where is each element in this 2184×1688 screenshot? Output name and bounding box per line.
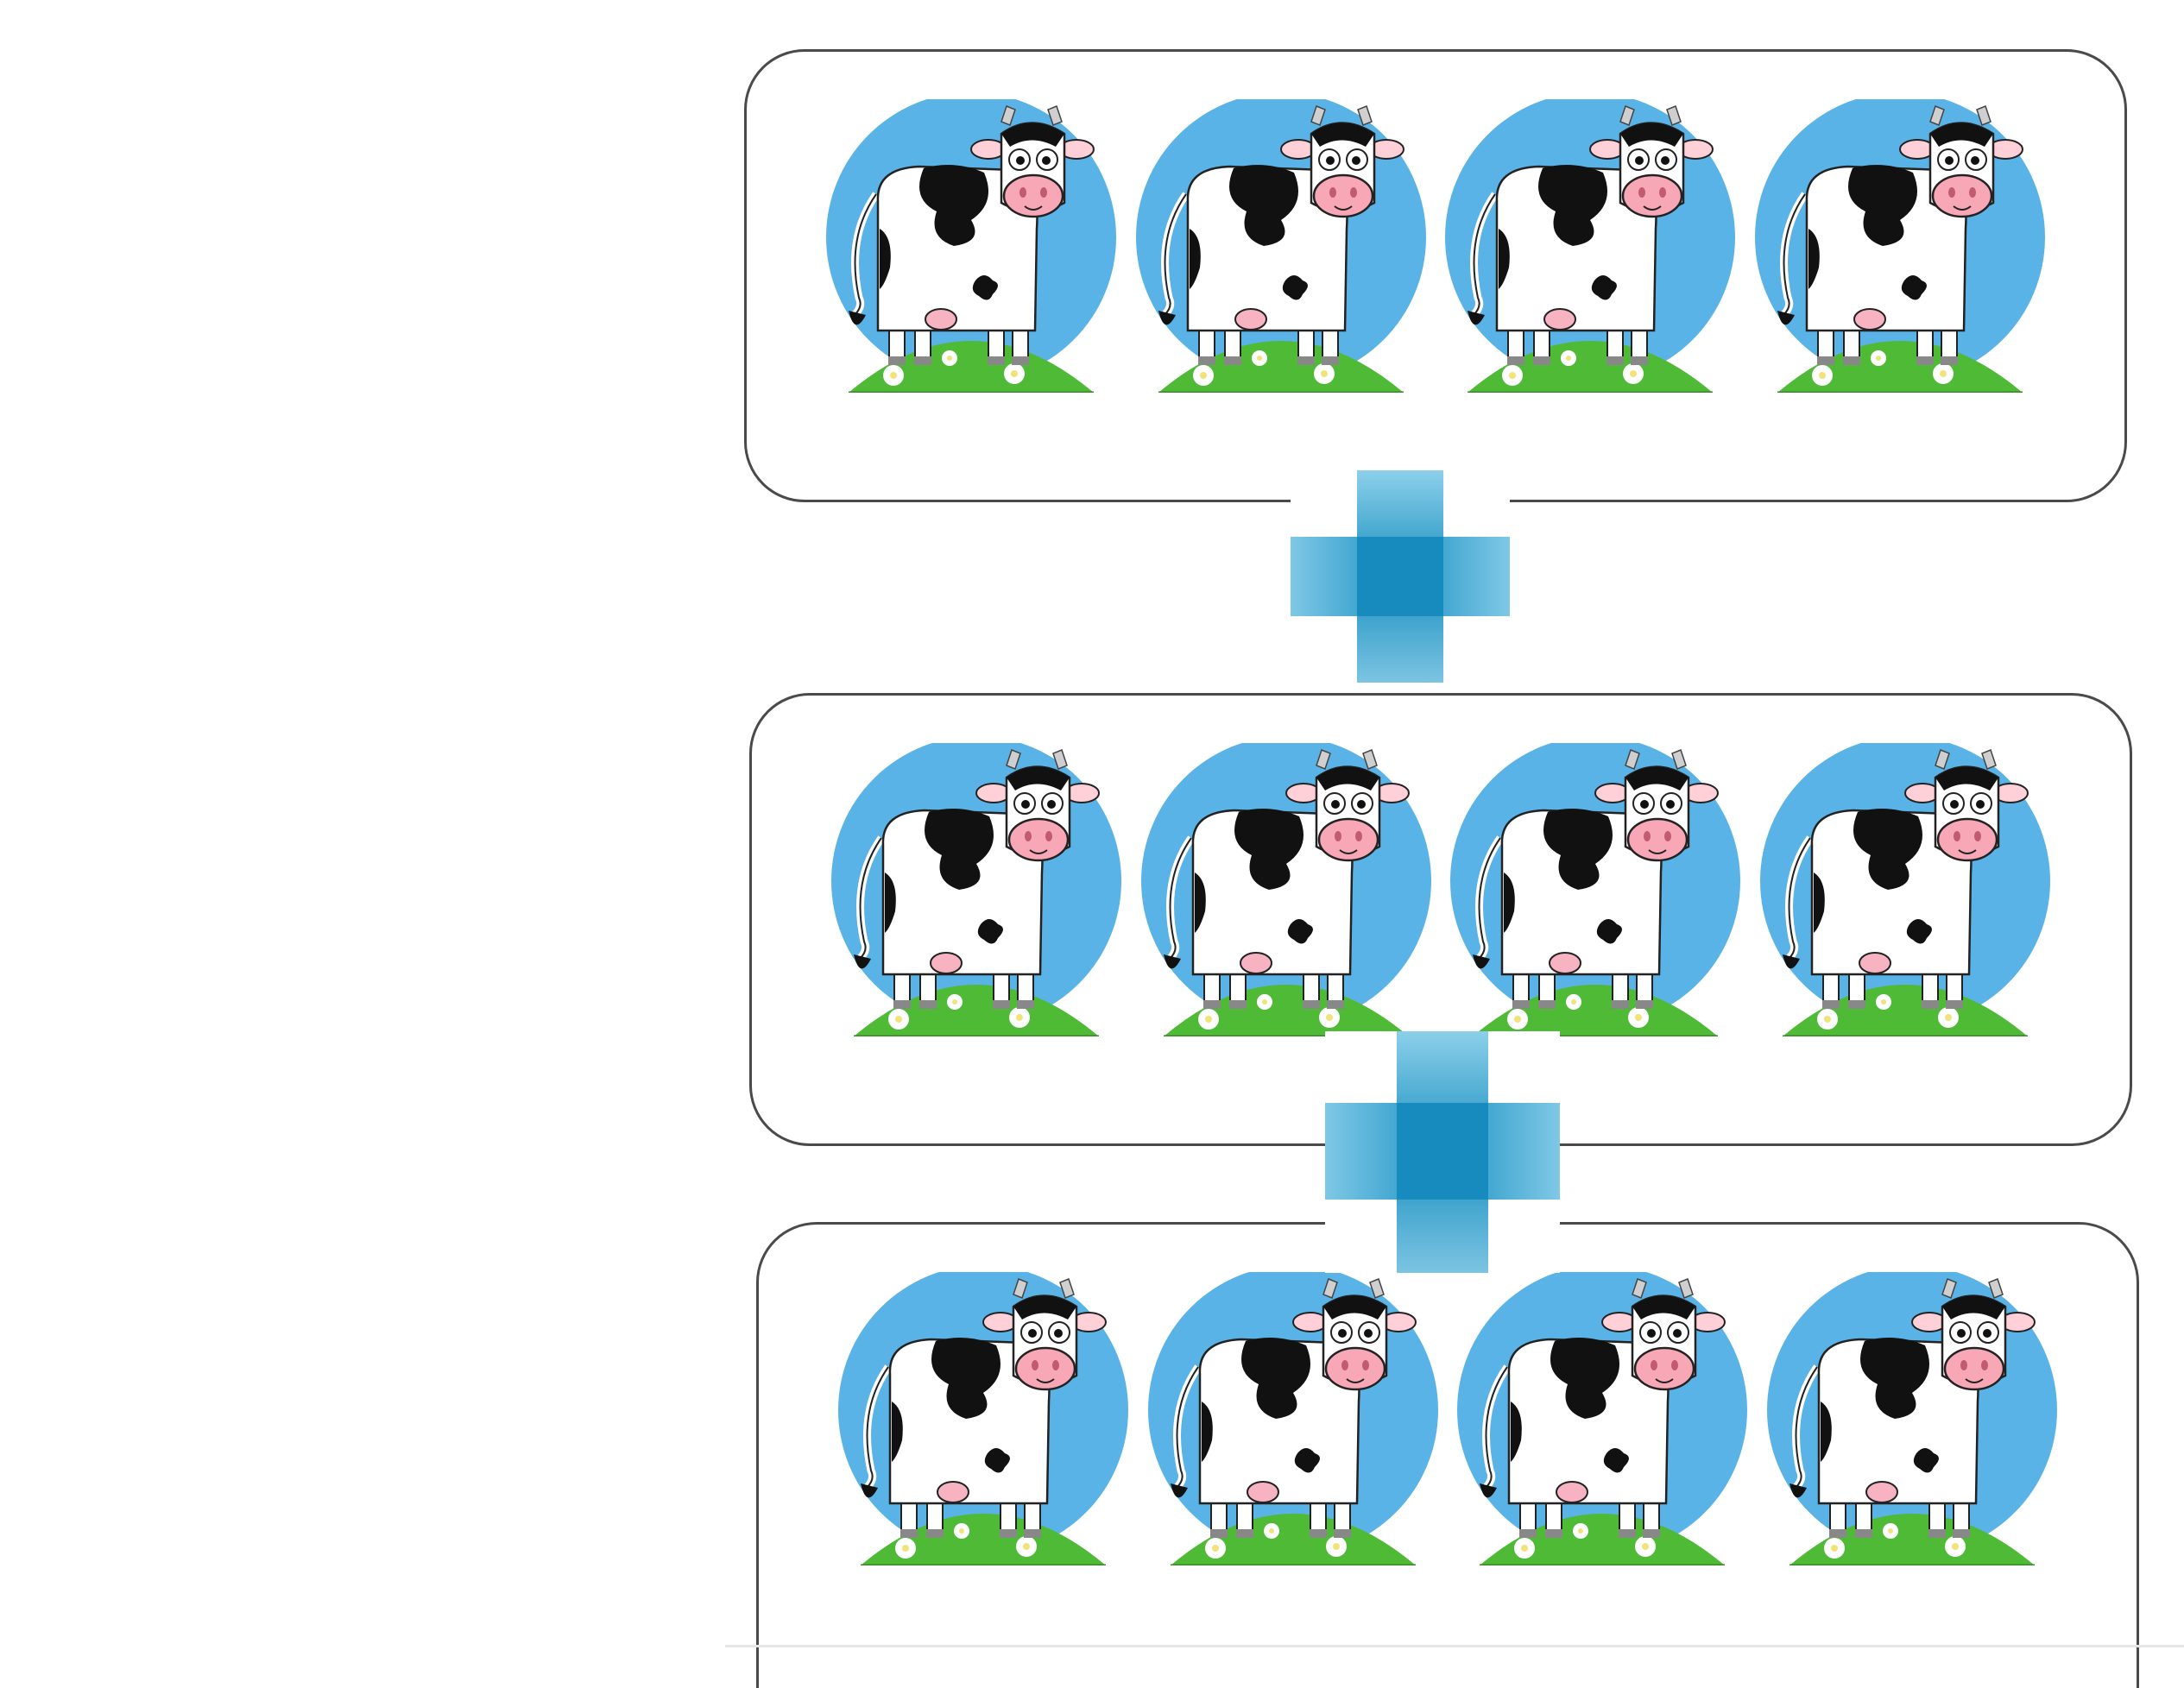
plus-icon <box>1325 1031 1560 1273</box>
cow-icon <box>1146 1272 1440 1565</box>
cow-icon <box>1443 99 1737 393</box>
cow-icon <box>1758 743 2052 1036</box>
cow-group-1 <box>744 49 2127 502</box>
bottom-rule <box>725 1645 2184 1647</box>
cow-icon <box>1753 99 2047 393</box>
cow-row-3 <box>836 1272 2059 1565</box>
cow-icon <box>1134 99 1428 393</box>
plus-icon <box>1291 470 1510 683</box>
cow-icon <box>830 743 1123 1036</box>
cow-icon <box>824 99 1118 393</box>
cow-icon <box>1765 1272 2059 1565</box>
cow-icon <box>1449 743 1742 1036</box>
cow-row-2 <box>830 743 2052 1036</box>
cow-icon <box>1455 1272 1749 1565</box>
cow-icon <box>1139 743 1433 1036</box>
cow-icon <box>836 1272 1130 1565</box>
cow-row-1 <box>824 99 2047 393</box>
cow-group-3 <box>756 1222 2139 1688</box>
